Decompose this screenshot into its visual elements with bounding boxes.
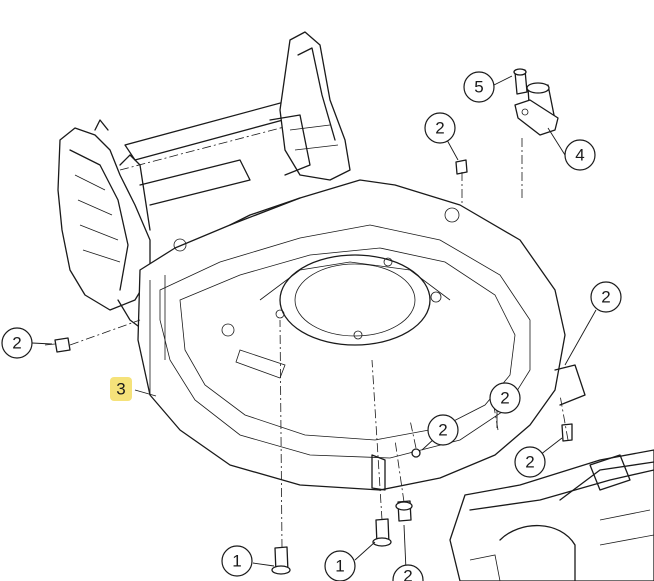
callout-c3: 4 <box>564 139 596 171</box>
bolt-bottom-3 <box>395 500 413 522</box>
callout-c5: 2 <box>590 281 622 313</box>
leader-lines <box>31 75 597 571</box>
bolt-small-mid <box>411 448 421 458</box>
bolt-bottom-2 <box>372 518 392 547</box>
callout-label: 2 <box>525 453 534 472</box>
callout-c8: 2 <box>427 414 459 446</box>
callout-label: 1 <box>232 552 241 571</box>
callout-label: 2 <box>12 334 21 353</box>
bolt-left <box>44 337 71 353</box>
callout-label: 2 <box>601 288 610 307</box>
callout-label: 4 <box>575 146 584 165</box>
assembly-lines <box>69 138 569 549</box>
bolt-upper <box>455 159 468 175</box>
callout-c10: 1 <box>221 545 253 577</box>
callout-c11: 1 <box>324 550 356 581</box>
callout-label: 2 <box>403 567 412 581</box>
bolt-bottom-1 <box>271 546 291 575</box>
callout-label: 3 <box>116 380 125 399</box>
callout-c12: 2 <box>392 564 424 581</box>
callout-label: 2 <box>435 119 444 138</box>
callout-label: 5 <box>474 78 483 97</box>
callout-c2: 5 <box>463 71 495 103</box>
fasteners <box>44 159 573 575</box>
rear-handle-frame <box>57 31 351 336</box>
height-adjust-assembly <box>513 68 559 136</box>
callout-label: 1 <box>335 557 344 576</box>
deck-body <box>137 179 586 491</box>
callout-c4: 2 <box>424 112 456 144</box>
callout-label: 2 <box>438 421 447 440</box>
callout-label: 2 <box>500 389 509 408</box>
callout-c9: 2 <box>514 446 546 478</box>
callout-c6: 3 <box>110 377 132 401</box>
discharge-chute <box>449 449 654 581</box>
callout-c7: 2 <box>489 382 521 414</box>
callout-c1: 2 <box>1 327 33 359</box>
